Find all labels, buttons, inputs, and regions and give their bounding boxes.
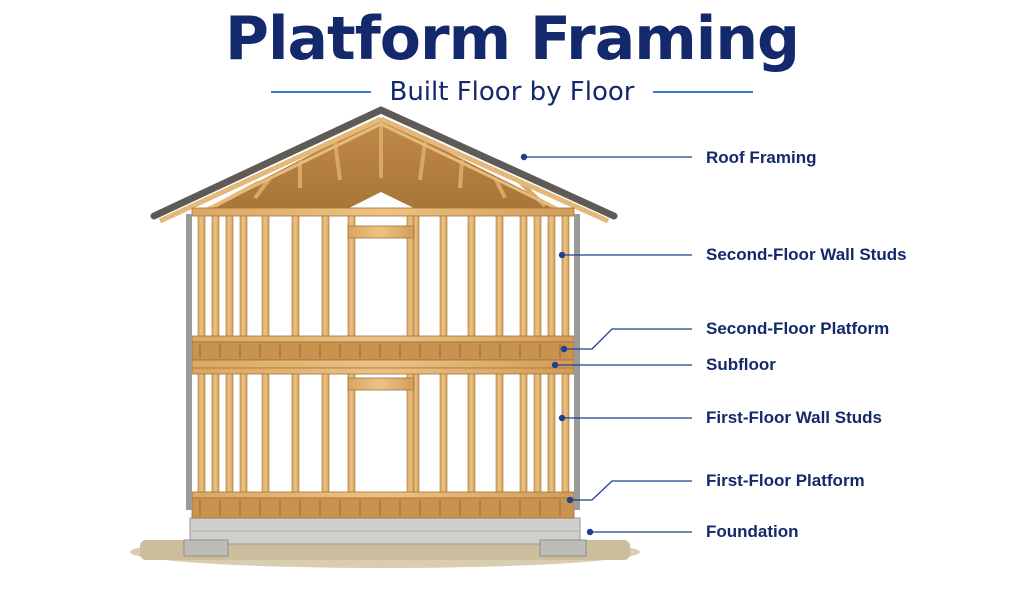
stud-first-floor bbox=[198, 374, 205, 494]
stud-second-floor bbox=[468, 216, 475, 338]
subfloor-deck bbox=[192, 360, 574, 368]
leader-dot bbox=[567, 497, 573, 503]
subtitle-row: Built Floor by Floor bbox=[0, 72, 1024, 112]
leader-dot bbox=[587, 529, 593, 535]
stud-first-floor bbox=[440, 374, 447, 494]
stud-second-floor bbox=[322, 216, 329, 338]
stud-second-floor bbox=[534, 216, 541, 338]
floor-joists-first bbox=[192, 498, 574, 518]
label-roof-framing: Roof Framing bbox=[706, 148, 817, 168]
bottom-plate-first-floor bbox=[192, 492, 574, 498]
stud-first-floor bbox=[292, 374, 299, 494]
stud-second-floor bbox=[440, 216, 447, 338]
stud-first-floor bbox=[468, 374, 475, 494]
subtitle-rule-left bbox=[271, 91, 371, 93]
stud-first-floor bbox=[548, 374, 555, 494]
stud-first-floor bbox=[322, 374, 329, 494]
stud-second-floor bbox=[240, 216, 247, 338]
top-plate-first-floor bbox=[192, 368, 574, 374]
stud-second-floor bbox=[212, 216, 219, 338]
page-title: Platform Framing bbox=[0, 2, 1024, 76]
stud-second-floor bbox=[262, 216, 269, 338]
leader-dot bbox=[552, 362, 558, 368]
stud-first-floor bbox=[262, 374, 269, 494]
stud-second-floor bbox=[226, 216, 233, 338]
bottom-plate-second-floor bbox=[192, 336, 574, 342]
stud-first-floor bbox=[520, 374, 527, 494]
stud-first-floor bbox=[562, 374, 569, 494]
stud-second-floor bbox=[496, 216, 503, 338]
floor-joists-second bbox=[192, 342, 574, 360]
page-subtitle: Built Floor by Floor bbox=[389, 72, 634, 112]
stud-first-floor bbox=[226, 374, 233, 494]
stud-second-floor bbox=[292, 216, 299, 338]
stud-second-floor bbox=[520, 216, 527, 338]
label-subfloor: Subfloor bbox=[706, 355, 776, 375]
label-foundation: Foundation bbox=[706, 522, 799, 542]
leader-dot bbox=[561, 346, 567, 352]
label-first-floor-wall-studs: First-Floor Wall Studs bbox=[706, 408, 882, 428]
subtitle-rule-right bbox=[653, 91, 753, 93]
stud-first-floor bbox=[240, 374, 247, 494]
label-first-floor-platform: First-Floor Platform bbox=[706, 471, 865, 491]
window-jack-stud bbox=[407, 374, 414, 494]
label-second-floor-wall-studs: Second-Floor Wall Studs bbox=[706, 245, 907, 265]
label-second-floor-platform: Second-Floor Platform bbox=[706, 319, 889, 339]
top-plate-second-floor bbox=[192, 208, 574, 216]
leader-line bbox=[564, 329, 692, 349]
leader-line bbox=[570, 481, 692, 500]
wall-framing bbox=[192, 208, 574, 518]
stud-first-floor bbox=[496, 374, 503, 494]
window-jack-stud bbox=[348, 374, 355, 494]
stud-first-floor bbox=[212, 374, 219, 494]
stud-second-floor bbox=[198, 216, 205, 338]
stud-second-floor bbox=[562, 216, 569, 338]
leader-dot bbox=[521, 154, 527, 160]
stud-first-floor bbox=[534, 374, 541, 494]
leader-dot bbox=[559, 415, 565, 421]
stud-second-floor bbox=[548, 216, 555, 338]
leader-dot bbox=[559, 252, 565, 258]
